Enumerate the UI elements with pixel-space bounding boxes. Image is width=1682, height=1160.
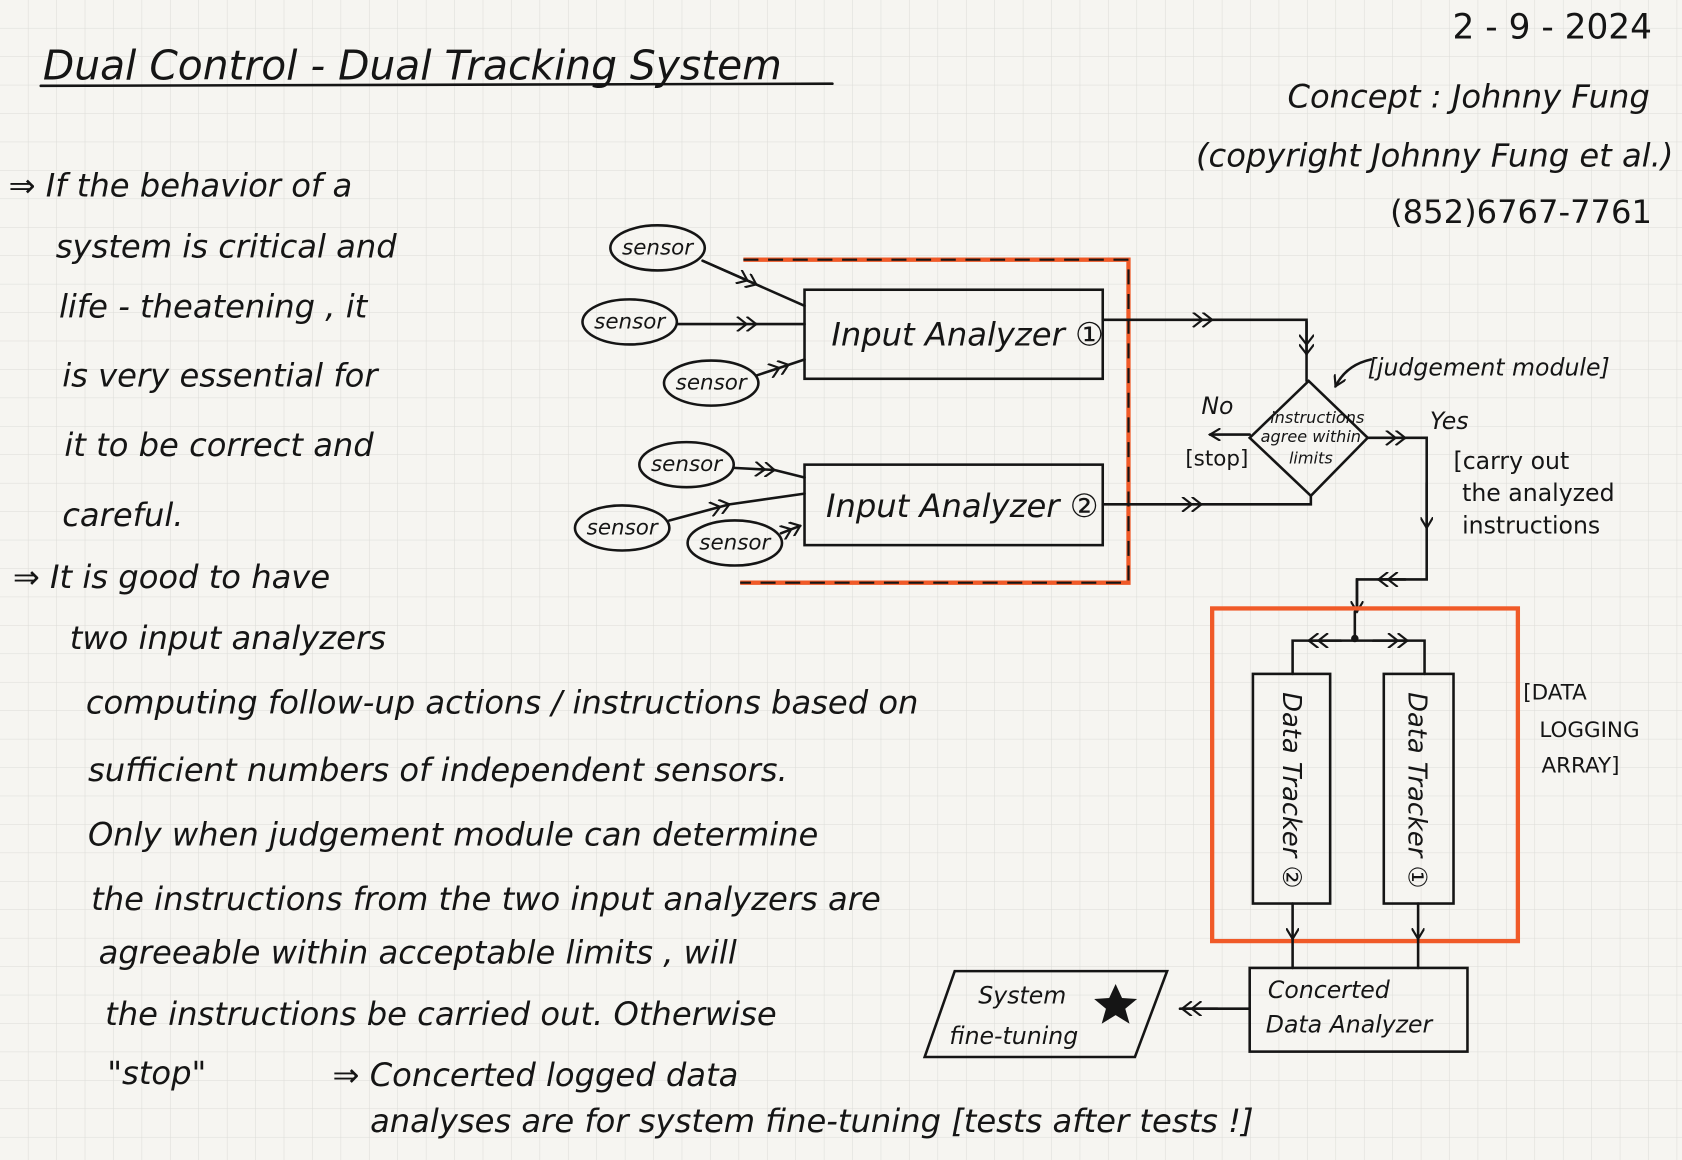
note-line: two input analyzers: [70, 619, 386, 657]
sensor-label: sensor: [651, 452, 723, 477]
sensor: sensor: [609, 224, 707, 272]
tracker-to-analyzer-flows: [1293, 902, 1419, 970]
sensor-label: sensor: [594, 309, 666, 334]
sensor: sensor: [573, 504, 671, 552]
copyright-note: (copyright Johnny Fung et al.): [1196, 136, 1673, 174]
title-underline: [39, 82, 834, 88]
data-tracker-2-label: Data Tracker ②: [1276, 692, 1306, 888]
decision-text: instructions: [1270, 408, 1365, 427]
note-line: it to be correct and: [64, 426, 374, 464]
notes-point-3: ⇒ Concerted logged data analyses are for…: [333, 1056, 1254, 1140]
note-line: the instructions be carried out. Otherwi…: [105, 995, 777, 1033]
judgement-diamond: instructions agree within limits: [1247, 379, 1370, 498]
sensor: sensor: [581, 298, 679, 346]
note-line: sufficient numbers of independent sensor…: [88, 751, 788, 789]
note-line: analyses are for system fine-tuning [tes…: [370, 1102, 1254, 1140]
analyzer-to-judgement-flows: [1101, 320, 1311, 505]
array-label: LOGGING: [1539, 718, 1639, 743]
note-line: life - theatening , it: [59, 288, 369, 326]
page-title: Dual Control - Dual Tracking System: [43, 41, 782, 89]
note-line: ⇒ If the behavior of a: [9, 166, 353, 204]
analyzer-group-border: [740, 257, 1131, 585]
data-logging-array-border: [1210, 606, 1521, 944]
input-analyzer-1-label: Input Analyzer ①: [831, 316, 1104, 354]
note-line: is very essential for: [62, 356, 379, 394]
judgement-module-label: [judgement module]: [1368, 354, 1610, 382]
carry-out-text: instructions: [1462, 511, 1600, 539]
phone-number: (852)6767-7761: [1390, 193, 1652, 231]
yes-label: Yes: [1430, 407, 1469, 435]
note-line: the instructions from the two input anal…: [91, 880, 881, 918]
concerted-data-analyzer: Concerted Data Analyzer: [1248, 966, 1469, 1053]
note-line: agreeable within acceptable limits , wil…: [99, 934, 737, 972]
sensor: sensor: [638, 440, 736, 489]
array-label: ARRAY]: [1541, 754, 1619, 779]
sensor: sensor: [686, 519, 784, 567]
decision-text: agree within: [1261, 427, 1361, 446]
note-line: "stop": [107, 1054, 206, 1092]
note-line: ⇒ Concerted logged data: [333, 1056, 739, 1094]
input-analyzer-1: Input Analyzer ①: [803, 288, 1105, 381]
fine-tuning-label: fine-tuning: [949, 1022, 1078, 1050]
sensor-label: sensor: [699, 530, 771, 555]
concept-credit: Concept : Johnny Fung: [1288, 77, 1650, 115]
input-analyzer-2: Input Analyzer ②: [803, 463, 1105, 547]
fine-tuning-label: System: [978, 981, 1066, 1009]
sensor-label: sensor: [676, 371, 748, 396]
sensor: sensor: [662, 359, 760, 407]
notes-point-2: ⇒ It is good to have two input analyzers…: [13, 558, 919, 1092]
tracker-split: [1291, 610, 1426, 676]
date: 2 - 9 - 2024: [1453, 8, 1652, 48]
note-line: ⇒ It is good to have: [13, 558, 330, 596]
yes-flow: [1357, 438, 1427, 612]
system-fine-tuning: System fine-tuning: [922, 969, 1169, 1059]
note-line: Only when judgement module can determine: [88, 816, 818, 854]
star-icon: [1094, 984, 1138, 1024]
concerted-label: Concerted: [1268, 976, 1391, 1004]
array-label: [DATA: [1523, 681, 1587, 706]
note-line: careful.: [62, 496, 183, 534]
sensor-label: sensor: [587, 515, 659, 540]
note-line: computing follow-up actions / instructio…: [86, 684, 919, 722]
input-analyzer-2-label: Input Analyzer ②: [826, 487, 1099, 525]
data-tracker-1-label: Data Tracker ①: [1401, 692, 1431, 888]
carry-out-text: [carry out: [1454, 447, 1570, 475]
notes-point-1: ⇒ If the behavior of a system is critica…: [9, 166, 398, 533]
note-line: system is critical and: [56, 228, 397, 266]
judgement-pointer-arrow: [1336, 358, 1373, 386]
concerted-label: Data Analyzer: [1266, 1010, 1434, 1038]
sensor-connectors: [668, 259, 806, 534]
sensor-label: sensor: [622, 235, 694, 260]
stop-label: [stop]: [1185, 447, 1248, 472]
decision-text: limits: [1289, 449, 1333, 468]
carry-out-text: the analyzed: [1462, 479, 1614, 507]
no-label: No: [1201, 392, 1233, 420]
